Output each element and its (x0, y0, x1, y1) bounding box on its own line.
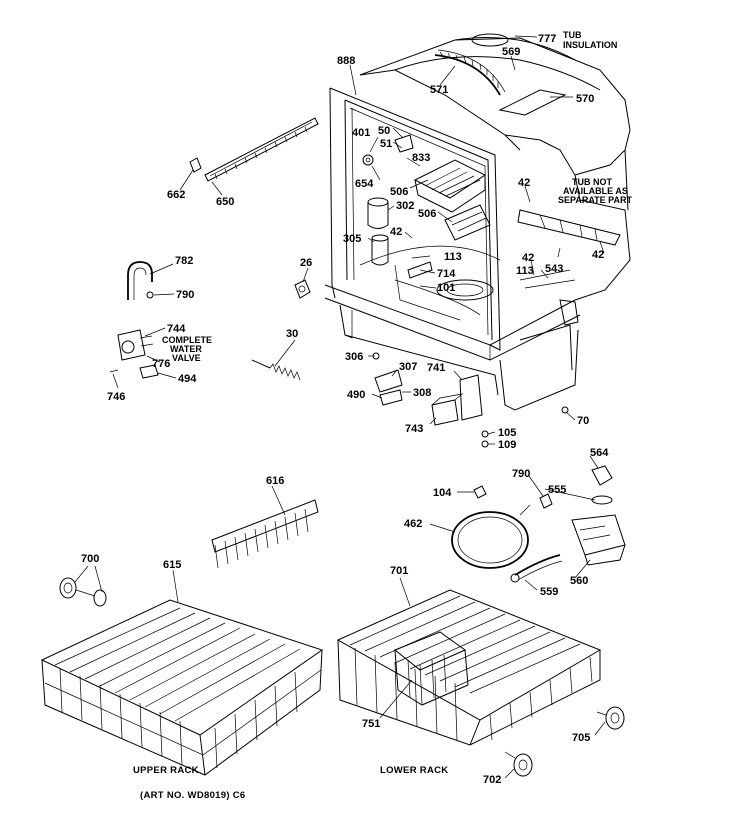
label-616: 616 (266, 475, 284, 487)
label-746: 746 (107, 391, 125, 403)
note-water-valve-line3: VALVE (172, 353, 201, 363)
label-462: 462 (404, 518, 422, 530)
label-700: 700 (81, 553, 99, 565)
label-790-a: 790 (176, 289, 194, 301)
pump-parts-drawing (451, 465, 626, 583)
label-570: 570 (576, 93, 594, 105)
label-744: 744 (167, 323, 186, 335)
caption-upper-rack: UPPER RACK (133, 765, 199, 776)
upper-rack-drawing (40, 499, 324, 776)
note-tub-insulation-line2: INSULATION (563, 40, 617, 50)
label-305: 305 (343, 233, 361, 245)
label-494: 494 (178, 373, 197, 385)
label-741: 741 (427, 362, 445, 374)
label-109: 109 (498, 439, 516, 451)
label-42-a: 42 (390, 226, 402, 238)
label-777: 777 (538, 33, 556, 45)
lower-rack-drawing (336, 589, 625, 777)
part-labels: 777 569 571 570 888 401 50 51 833 654 50… (81, 33, 609, 786)
label-790-b: 790 (512, 468, 530, 480)
label-490: 490 (347, 389, 365, 401)
label-702: 702 (483, 774, 501, 786)
left-parts-drawing (109, 117, 319, 381)
label-776: 776 (152, 358, 170, 370)
label-654: 654 (355, 178, 374, 190)
note-tub-not-available-line2: AVAILABLE AS (563, 186, 628, 196)
label-113-b: 113 (516, 265, 534, 277)
tub-drawing (324, 33, 631, 411)
label-564: 564 (590, 447, 609, 459)
label-705: 705 (572, 732, 590, 744)
label-42-d: 42 (592, 249, 604, 261)
label-42-b: 42 (518, 177, 530, 189)
captions: UPPER RACK LOWER RACK (ART NO. WD8019) C… (133, 765, 448, 801)
label-571: 571 (430, 84, 448, 96)
label-506-a: 506 (390, 186, 408, 198)
label-51: 51 (380, 138, 392, 150)
label-714: 714 (437, 268, 456, 280)
label-306: 306 (345, 351, 363, 363)
label-308: 308 (413, 387, 431, 399)
label-888: 888 (337, 55, 355, 67)
label-50: 50 (378, 125, 390, 137)
label-302: 302 (396, 200, 414, 212)
label-401: 401 (352, 127, 370, 139)
label-555: 555 (548, 484, 566, 496)
notes: TUB INSULATION TUB NOT AVAILABLE AS SEPA… (162, 30, 633, 363)
note-water-valve-line2: WATER (170, 344, 202, 354)
label-701: 701 (390, 565, 408, 577)
label-506-b: 506 (418, 208, 436, 220)
label-42-c: 42 (522, 252, 534, 264)
label-782: 782 (175, 255, 193, 267)
caption-lower-rack: LOWER RACK (380, 765, 448, 776)
note-tub-not-available-line1: TUB NOT (572, 177, 612, 187)
label-101: 101 (437, 282, 455, 294)
label-105: 105 (498, 427, 516, 439)
label-650: 650 (216, 196, 234, 208)
note-tub-insulation-line1: TUB (563, 30, 582, 40)
caption-art-number: (ART NO. WD8019) C6 (140, 790, 245, 801)
label-543: 543 (545, 263, 563, 275)
label-751: 751 (362, 718, 380, 730)
note-water-valve-line1: COMPLETE (162, 335, 212, 345)
note-tub-not-available-line3: SEPARATE PART (558, 195, 633, 205)
label-26: 26 (300, 257, 312, 269)
label-70: 70 (577, 415, 589, 427)
lower-center-parts (372, 352, 569, 448)
label-560: 560 (570, 575, 588, 587)
label-743: 743 (405, 423, 423, 435)
label-30: 30 (286, 328, 298, 340)
label-833: 833 (412, 152, 430, 164)
label-307: 307 (399, 361, 417, 373)
label-113-a: 113 (444, 251, 462, 263)
label-559: 559 (540, 586, 558, 598)
label-662: 662 (167, 189, 185, 201)
leader-lines (74, 35, 606, 779)
label-615: 615 (163, 559, 181, 571)
label-104: 104 (433, 487, 452, 499)
label-569: 569 (502, 46, 520, 58)
